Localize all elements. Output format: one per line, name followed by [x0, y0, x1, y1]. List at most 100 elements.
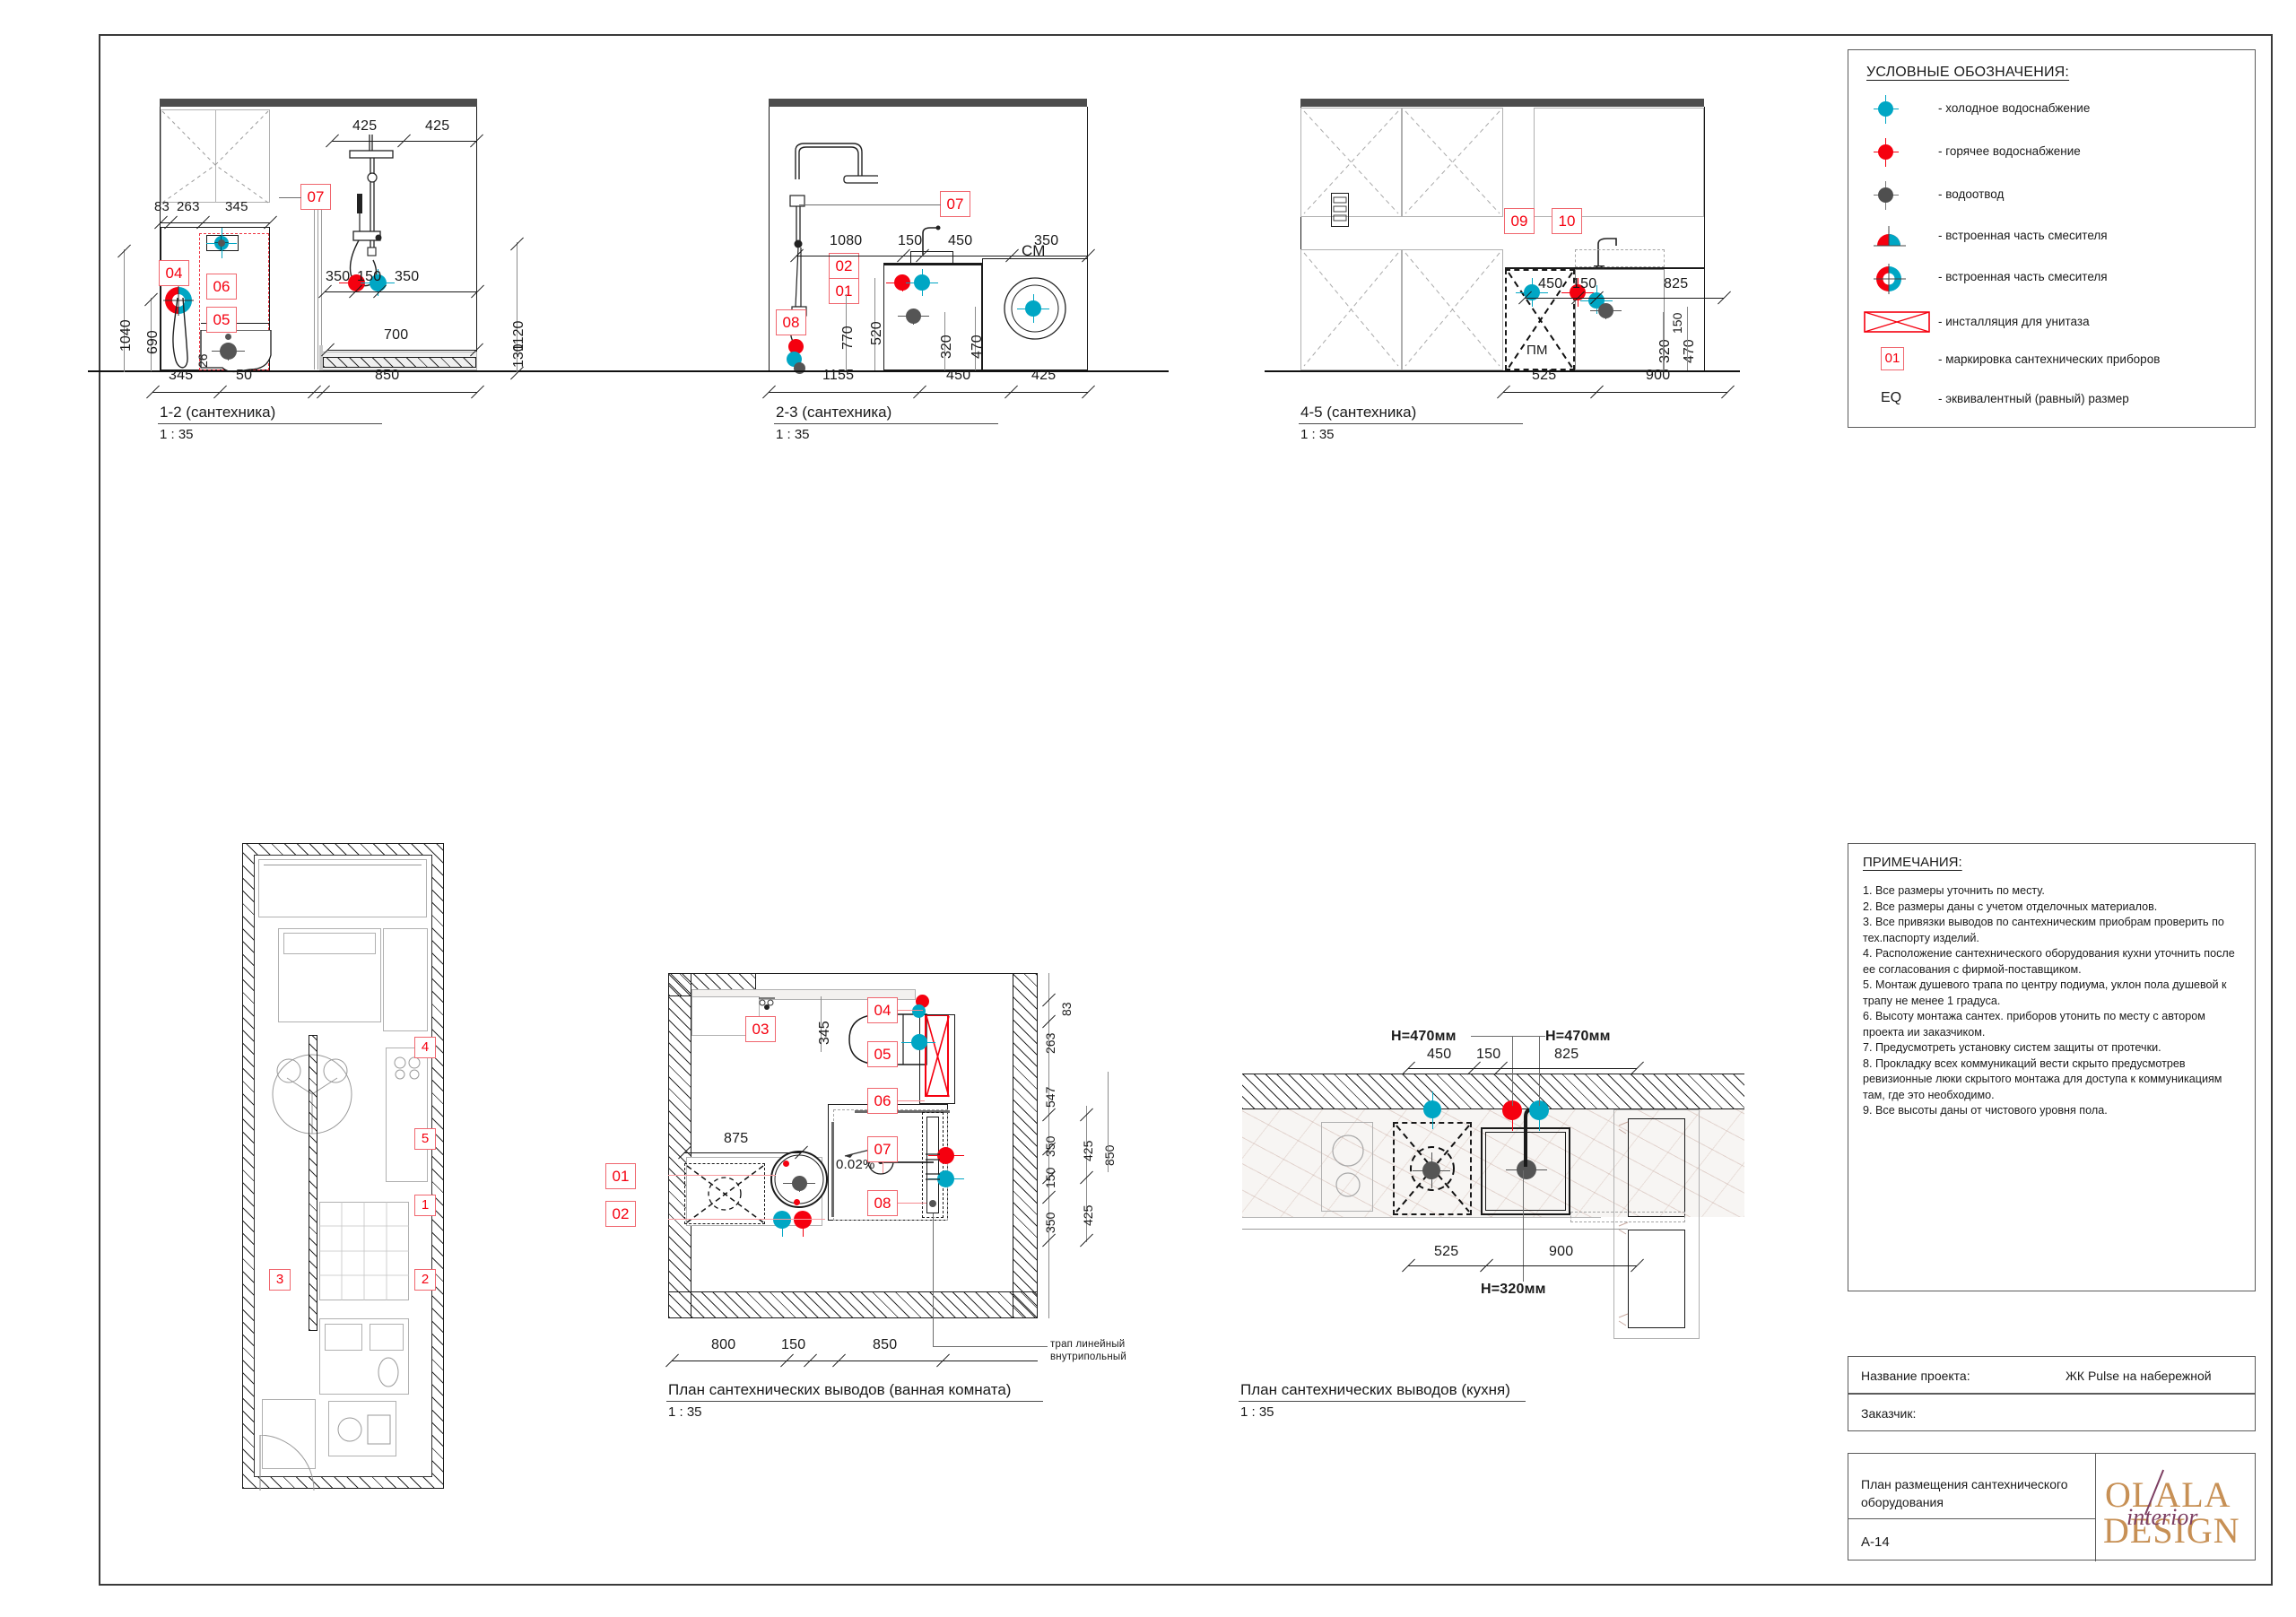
notes-panel: ПРИМЕЧАНИЯ: 1. Все размеры уточнить по м… — [1848, 843, 2256, 1291]
bath-dim-263: 263 — [1043, 1032, 1057, 1054]
plan-bathroom: 0.02% — [605, 973, 1135, 1420]
fixture-tag-06[interactable]: 06 — [206, 274, 237, 300]
kitchen-dim-525: 525 — [1434, 1244, 1459, 1259]
vanity-cabinet-2-3 — [883, 265, 982, 370]
bath-wc-installation-cross — [926, 1015, 950, 1098]
kitchen-h-470-a: H=470мм — [1391, 1029, 1457, 1044]
bath-tag-07[interactable]: 07 — [867, 1136, 898, 1162]
kitchen-tall-marks — [1618, 1121, 1629, 1326]
bath-room-outline — [668, 973, 1038, 1318]
apt-wc-room — [328, 1401, 396, 1456]
fixture-tag-05[interactable]: 05 — [206, 307, 237, 333]
legend-label-cold: - холодное водоснабжение — [1938, 101, 2091, 115]
plan-kitchen: H=470мм H=470мм H=320мм 450 150 825 525 … — [1239, 1029, 1744, 1421]
bath-basin-cold-cv — [782, 1217, 783, 1237]
apt-bed — [278, 928, 381, 1022]
wall-outlet-box — [1331, 193, 1349, 227]
mirror-split — [215, 109, 216, 203]
bath-tag-01[interactable]: 01 — [605, 1163, 636, 1189]
view-title-bathroom: План сантехнических выводов (ванная комн… — [668, 1381, 1012, 1398]
dim-470-4-5: 470 — [1682, 339, 1697, 363]
wall-outlet-detail — [1333, 196, 1347, 222]
sheet-number: A-14 — [1861, 1534, 1890, 1550]
apt-entry-door-swing — [259, 1435, 315, 1491]
view-title-rule-1-2 — [158, 423, 382, 424]
kitchen-dim-825: 825 — [1554, 1047, 1579, 1062]
dim-425-a: 425 — [352, 118, 378, 134]
room-mark-4[interactable]: 4 — [414, 1037, 436, 1058]
bath-tag-02[interactable]: 02 — [605, 1201, 636, 1227]
bath-tag-06[interactable]: 06 — [867, 1088, 898, 1114]
bath-ext-r3 — [1108, 1072, 1109, 1172]
kitchen-h470b-leader-h — [1502, 1036, 1545, 1037]
dim-350-a: 350 — [326, 269, 351, 284]
dimline-mid-1-2 — [161, 222, 270, 223]
dim-26: 26 — [196, 353, 210, 368]
apt-entry — [262, 1399, 316, 1469]
dim-130: 130 — [511, 343, 526, 368]
dishwasher-outline — [1505, 269, 1575, 370]
basin-cold-cv — [922, 269, 923, 296]
bath-dim-425b: 425 — [1081, 1204, 1095, 1226]
dim-1155: 1155 — [822, 368, 855, 383]
fixture-tag-01[interactable]: 01 — [829, 278, 859, 304]
legend-row-wc-install: - инсталляция для унитаза — [1848, 309, 2255, 337]
bath-tag-03[interactable]: 03 — [745, 1016, 776, 1042]
bath-wc-installation — [925, 1014, 949, 1097]
bath-drain-note-1: трап линейный — [1050, 1339, 1126, 1350]
fixture-tag-07[interactable]: 07 — [300, 184, 331, 210]
ext-v-1040 — [124, 249, 125, 372]
dim-350-2-3: 350 — [1034, 233, 1059, 248]
ceiling-slab-2-3 — [769, 99, 1087, 107]
apt-bath-fixture-2 — [370, 1324, 404, 1351]
legend-label-eq: - эквивалентный (равный) размер — [1938, 392, 2129, 405]
bath-tag-04[interactable]: 04 — [867, 997, 898, 1023]
bath-leader-08 — [898, 1203, 926, 1204]
kitchen-counter-dash — [1570, 1212, 1685, 1222]
note-item: 9. Все высоты даны от чистового уровня п… — [1863, 1104, 2108, 1117]
dim-525-4-5: 525 — [1532, 368, 1557, 383]
fixture-tag-10[interactable]: 10 — [1552, 208, 1582, 234]
wc-installation-icon — [1861, 309, 1930, 337]
dim-150-a: 150 — [357, 269, 382, 284]
shower-tray-hatch2 — [323, 357, 476, 368]
bath-wall-right — [1013, 973, 1038, 1318]
lower-cabinet-1 — [1300, 249, 1402, 370]
shower-hot-2-3 — [788, 339, 804, 354]
fixture-tag-09[interactable]: 09 — [1504, 208, 1535, 234]
basin-hot-cv — [902, 274, 903, 291]
note-item: 7. Предусмотреть установку систем защиты… — [1863, 1041, 2161, 1054]
ext-320-4-5 — [1663, 312, 1664, 370]
dim-825-4-5: 825 — [1664, 276, 1689, 291]
fixture-tag-04[interactable]: 04 — [159, 260, 189, 286]
bath-leader-04 — [898, 1010, 923, 1011]
bath-slope-label: 0.02% — [836, 1157, 875, 1172]
bath-dim-350b: 350 — [1043, 1212, 1057, 1233]
bath-dim-850-bot: 850 — [873, 1337, 898, 1352]
shower-glass-2 — [317, 187, 318, 369]
fixture-tag-08[interactable]: 08 — [776, 309, 806, 335]
basin-drain-cv — [913, 309, 914, 325]
floor-datum-line — [88, 370, 1169, 372]
title-block-client-row: Заказчик: — [1848, 1394, 2256, 1431]
fixture-tag-07-2-3[interactable]: 07 — [940, 191, 970, 217]
room-mark-5[interactable]: 5 — [414, 1128, 436, 1150]
bath-shower-door-1 — [831, 1122, 834, 1217]
apt-wc-room-fixtures — [337, 1414, 391, 1445]
room-mark-3[interactable]: 3 — [269, 1269, 291, 1291]
view-scale-4-5: 1 : 35 — [1300, 427, 1335, 442]
bath-tag-08[interactable]: 08 — [867, 1190, 898, 1216]
view-scale-kitchen: 1 : 35 — [1240, 1404, 1274, 1420]
kc1-cv — [1532, 278, 1533, 307]
view-title-rule-4-5 — [1299, 423, 1523, 424]
legend-row-fixture-tag: 01 - маркировка сантехнических приборов — [1848, 346, 2255, 375]
room-mark-1[interactable]: 1 — [414, 1195, 436, 1216]
room-mark-2[interactable]: 2 — [414, 1269, 436, 1291]
fixture-tag-02[interactable]: 02 — [829, 253, 859, 279]
bath-slope-arrow-line — [883, 1161, 934, 1163]
kitchen-sink-cold-cv — [1539, 1091, 1540, 1131]
dim-263: 263 — [177, 199, 200, 214]
bath-tag-05[interactable]: 05 — [867, 1041, 898, 1067]
dim-700: 700 — [384, 327, 409, 343]
